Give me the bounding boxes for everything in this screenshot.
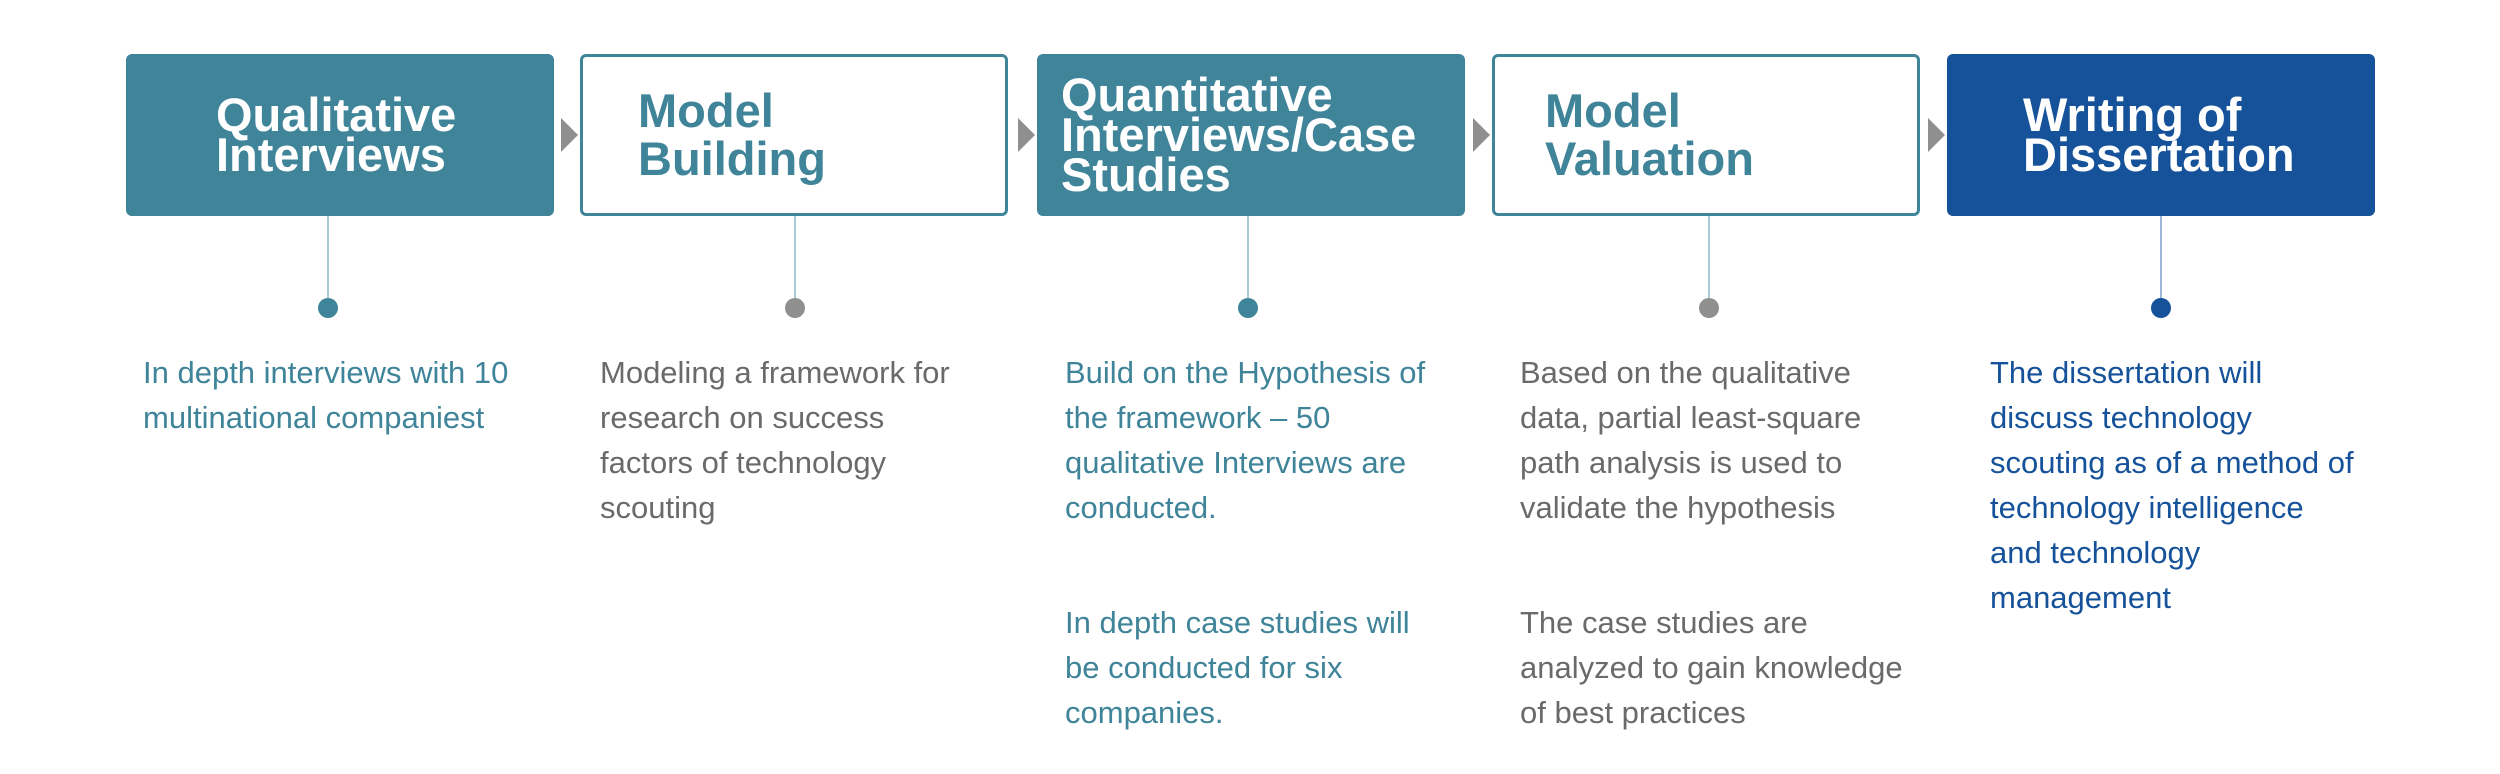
timeline-dot-icon [1238,298,1258,318]
step-description: In depth case studies will be conducted … [1065,605,1410,730]
arrow-right-icon [1928,118,1945,152]
step-title: Writing of Dissertation [2023,88,2295,181]
step-box-writing-of-dissertation: Writing of Dissertation [1947,54,2375,216]
step-description: Based on the qualitative data, partial l… [1520,355,1862,525]
step-title: Qualitative Interviews [216,88,457,181]
step-title: Quantitative Interviews/Case Studies [1061,68,1417,201]
step-description: The case studies are analyzed to gain kn… [1520,605,1903,730]
timeline-dot-icon [1699,298,1719,318]
step-box-quantitative-interviews: Quantitative Interviews/Case Studies [1037,54,1465,216]
connector-line [794,216,796,306]
timeline-dot-icon [318,298,338,318]
arrow-right-icon [561,118,578,152]
step-description: Modeling a framework for research on suc… [600,355,950,525]
step-title: Model Valuation [1545,84,1754,185]
step-description: Build on the Hypothesis of the framework… [1065,355,1426,525]
connector-line [327,216,329,306]
step-box-qualitative-interviews: Qualitative Interviews [126,54,554,216]
step-description: In depth interviews with 10 multinationa… [143,355,509,435]
connector-line [2160,216,2162,306]
step-box-model-valuation: Model Valuation [1492,54,1920,216]
step-box-model-building: Model Building [580,54,1008,216]
timeline-dot-icon [2151,298,2171,318]
connector-line [1247,216,1249,306]
arrow-right-icon [1473,118,1490,152]
timeline-dot-icon [785,298,805,318]
step-description: The dissertation will discuss technology… [1990,355,2354,615]
arrow-right-icon [1018,118,1035,152]
connector-line [1708,216,1710,306]
step-title: Model Building [638,84,826,185]
